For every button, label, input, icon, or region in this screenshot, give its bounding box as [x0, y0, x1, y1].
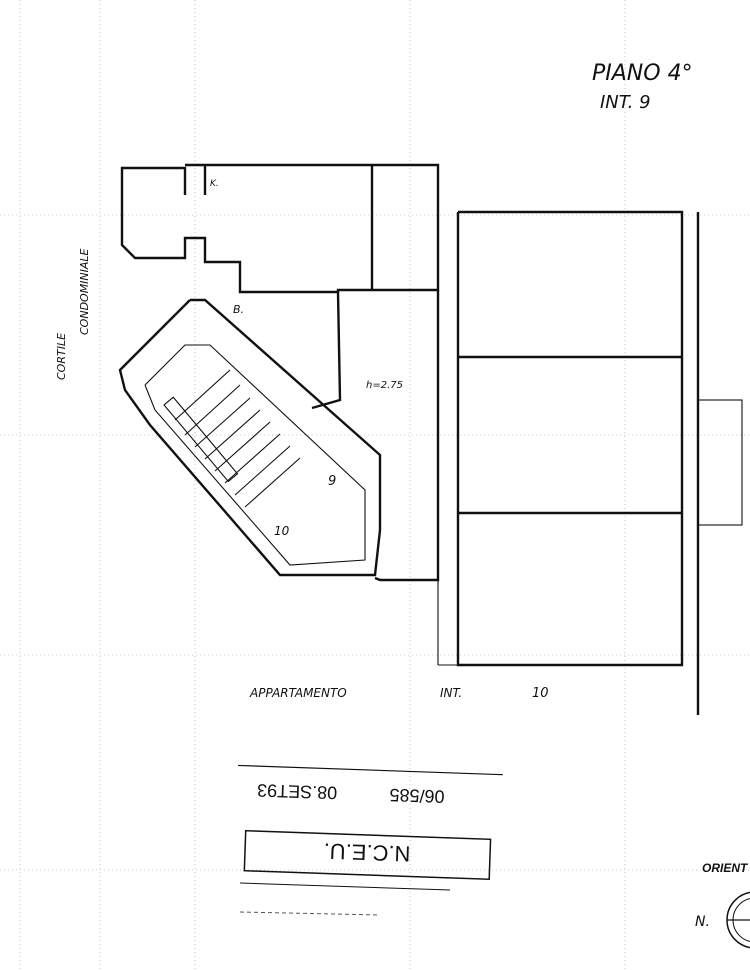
room-height-label: h=2.75	[366, 380, 403, 391]
stair-unit-10-label: 10	[274, 524, 290, 538]
neighbor-int-label: INT.	[440, 686, 462, 700]
ncue-stamp: N.C.E.U. 06/585 08.SET93	[237, 764, 503, 881]
orientation-label: ORIENT	[702, 861, 749, 875]
stamp-date: 08.SET93	[257, 780, 338, 803]
neighbor-number-label: 10	[532, 686, 549, 701]
courtyard-label-2: CONDOMINIALE	[78, 248, 91, 335]
stamp-title: N.C.E.U.	[323, 838, 411, 866]
compass-icon	[726, 891, 750, 949]
unit-label: INT. 9	[600, 92, 651, 113]
stamp-code: 06/585	[389, 785, 445, 807]
stair-unit-9-label: 9	[328, 474, 336, 489]
courtyard-label-1: CORTILE	[55, 333, 68, 380]
north-label: N.	[695, 914, 710, 930]
neighbor-apartment-label: APPARTAMENTO	[249, 686, 347, 700]
kitchen-label: K.	[210, 179, 219, 189]
walls	[118, 163, 743, 715]
floor-label: PIANO 4°	[592, 61, 693, 86]
stair-treads	[174, 369, 301, 508]
bath-label: B.	[233, 303, 244, 316]
